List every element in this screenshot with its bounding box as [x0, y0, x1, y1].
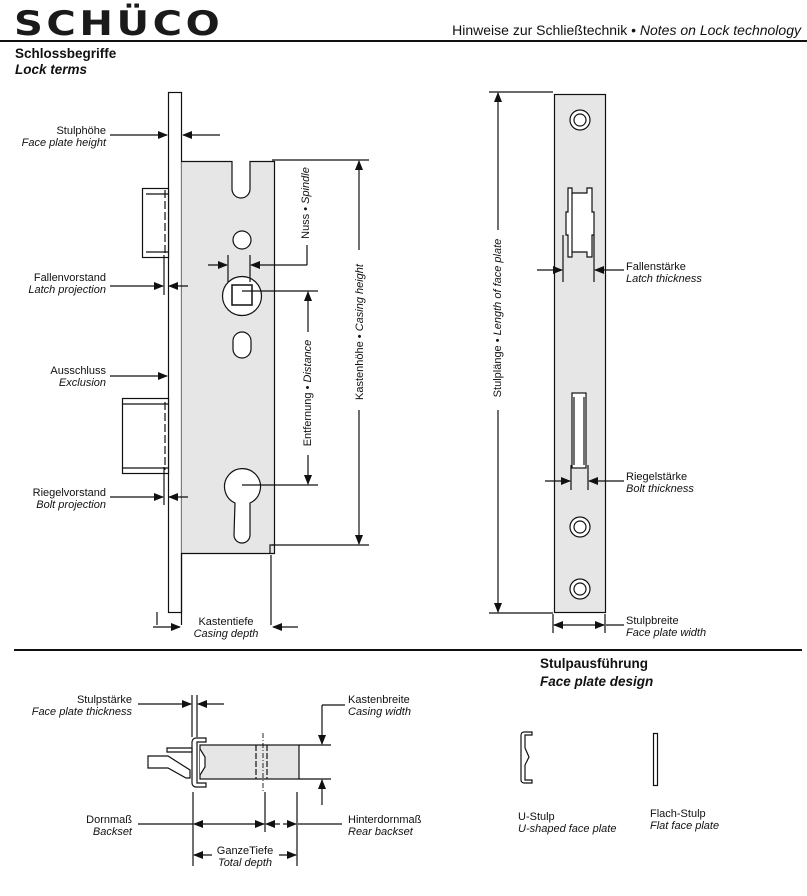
- header-divider: [0, 40, 807, 42]
- label-length-of-face-plate: Stulplänge • Length of face plate: [492, 238, 504, 398]
- label-total-depth: GanzeTiefe Total depth: [205, 845, 285, 869]
- label-de: Riegelvorstand: [32, 487, 106, 499]
- header-note-en: Notes on Lock technology: [639, 22, 801, 38]
- screw-hole-top: [569, 109, 591, 131]
- casing-top: [199, 744, 300, 780]
- latch-opening: [565, 187, 595, 258]
- u-face-plate-top: [191, 737, 207, 788]
- u-shaped-face-plate-shape: [520, 731, 533, 784]
- section-title-de: Schlossbegriffe: [15, 46, 117, 61]
- section-title-de: Stulpausführung: [540, 656, 648, 671]
- label-distance: Entfernung • Distance: [302, 333, 314, 453]
- label-face-plate-thickness: Stulpstärke Face plate thickness: [31, 694, 132, 718]
- header-note: Hinweise zur Schließtechnik • Notes on L…: [452, 22, 801, 38]
- front-view-face-plate: [553, 93, 607, 614]
- label-sep: •: [302, 382, 314, 393]
- label-de: Entfernung: [302, 392, 314, 447]
- label-casing-height: Kastenhöhe • Casing height: [354, 262, 366, 402]
- label-en: Exclusion: [58, 376, 106, 389]
- label-en: Spindle: [300, 167, 312, 204]
- label-en: Face plate thickness: [31, 705, 132, 718]
- top-view-dimensions: [138, 695, 345, 866]
- label-backset: Dornmaß Backset: [86, 814, 132, 838]
- label-de: Riegelstärke: [626, 471, 688, 483]
- face-plate-side: [167, 91, 183, 614]
- label-de: Fallenstärke: [626, 261, 686, 273]
- lock-casing: [181, 160, 276, 555]
- section-title-en: Face plate design: [540, 674, 654, 689]
- label-casing-width: Kastenbreite Casing width: [348, 694, 411, 718]
- label-en: Backset: [92, 825, 132, 838]
- label-en: Latch projection: [28, 283, 106, 296]
- face-plate-design-shapes: [520, 731, 659, 787]
- label-en: U-shaped face plate: [518, 822, 617, 835]
- label-spindle: Nuss • Spindle: [300, 158, 312, 248]
- label-en: Casing width: [348, 705, 411, 718]
- front-view-dimensions: [489, 91, 624, 633]
- label-de: Hinterdornmaß: [348, 814, 422, 826]
- label-u-shaped-face-plate: U-Stulp U-shaped face plate: [518, 811, 617, 835]
- bolt: [121, 397, 170, 475]
- flat-face-plate-shape: [652, 732, 659, 787]
- section-divider: [14, 649, 802, 651]
- header-note-sep: •: [627, 22, 640, 38]
- label-en: Flat face plate: [650, 819, 720, 832]
- label-sep: •: [354, 331, 366, 342]
- label-de: Dornmaß: [86, 814, 132, 826]
- label-face-plate-height: Stulphöhe Face plate height: [21, 125, 106, 149]
- section-title-face-plate-design: Stulpausführung Face plate design: [540, 655, 653, 691]
- label-de: Kastenhöhe: [354, 341, 366, 400]
- label-de: Stulplänge: [492, 345, 504, 398]
- label-de: Fallenvorstand: [33, 272, 106, 284]
- side-view-dimensions: [110, 131, 369, 631]
- schuco-logo: SCHÜCO: [14, 4, 224, 44]
- label-en: Length of face plate: [492, 238, 504, 336]
- label-de: Nuss: [300, 213, 312, 239]
- label-en: Face plate width: [626, 626, 707, 639]
- label-exclusion: Ausschluss Exclusion: [50, 365, 106, 389]
- oval-hole: [232, 331, 252, 359]
- latch: [141, 187, 170, 259]
- label-bolt-thickness: Riegelstärke Bolt thickness: [626, 471, 694, 495]
- label-en: Casing depth: [193, 627, 259, 640]
- label-sep: •: [300, 203, 312, 214]
- section-title-lock-terms: Schlossbegriffe Lock terms: [15, 46, 116, 78]
- label-latch-projection: Fallenvorstand Latch projection: [28, 272, 106, 296]
- spindle-square: [231, 284, 253, 306]
- label-en: Distance: [302, 339, 314, 383]
- label-casing-depth: Kastentiefe Casing depth: [186, 616, 266, 640]
- label-en: Face plate height: [21, 136, 106, 149]
- label-de: Kastentiefe: [198, 616, 254, 628]
- label-latch-thickness: Fallenstärke Latch thickness: [626, 261, 702, 285]
- label-de: Stulpstärke: [76, 694, 132, 706]
- latch-top: [147, 755, 191, 779]
- bolt-opening: [571, 392, 587, 469]
- label-en: Latch thickness: [626, 272, 702, 285]
- label-face-plate-width: Stulpbreite Face plate width: [626, 615, 707, 639]
- section-title-en: Lock terms: [15, 62, 88, 77]
- label-en: Total depth: [217, 856, 273, 869]
- label-de: Stulphöhe: [56, 125, 106, 137]
- screw-hole-bottom: [569, 578, 591, 600]
- label-bolt-projection: Riegelvorstand Bolt projection: [32, 487, 106, 511]
- label-en: Casing height: [354, 264, 366, 332]
- label-de: U-Stulp: [518, 811, 555, 823]
- top-view-lock: [147, 733, 300, 792]
- label-de: Ausschluss: [50, 365, 106, 377]
- label-de: Flach-Stulp: [650, 808, 706, 820]
- screw-hole: [232, 230, 252, 250]
- label-sep: •: [492, 335, 504, 346]
- label-en: Rear backset: [348, 825, 413, 838]
- label-de: Stulpbreite: [626, 615, 679, 627]
- label-en: Bolt thickness: [626, 482, 694, 495]
- label-de: Kastenbreite: [348, 694, 410, 706]
- label-en: Bolt projection: [36, 498, 106, 511]
- header-note-de: Hinweise zur Schließtechnik: [452, 22, 628, 38]
- screw-hole-mid: [569, 516, 591, 538]
- label-de: GanzeTiefe: [216, 845, 274, 857]
- side-view-lock: [121, 91, 276, 614]
- label-rear-backset: Hinterdornmaß Rear backset: [348, 814, 422, 838]
- label-flat-face-plate: Flach-Stulp Flat face plate: [650, 808, 720, 832]
